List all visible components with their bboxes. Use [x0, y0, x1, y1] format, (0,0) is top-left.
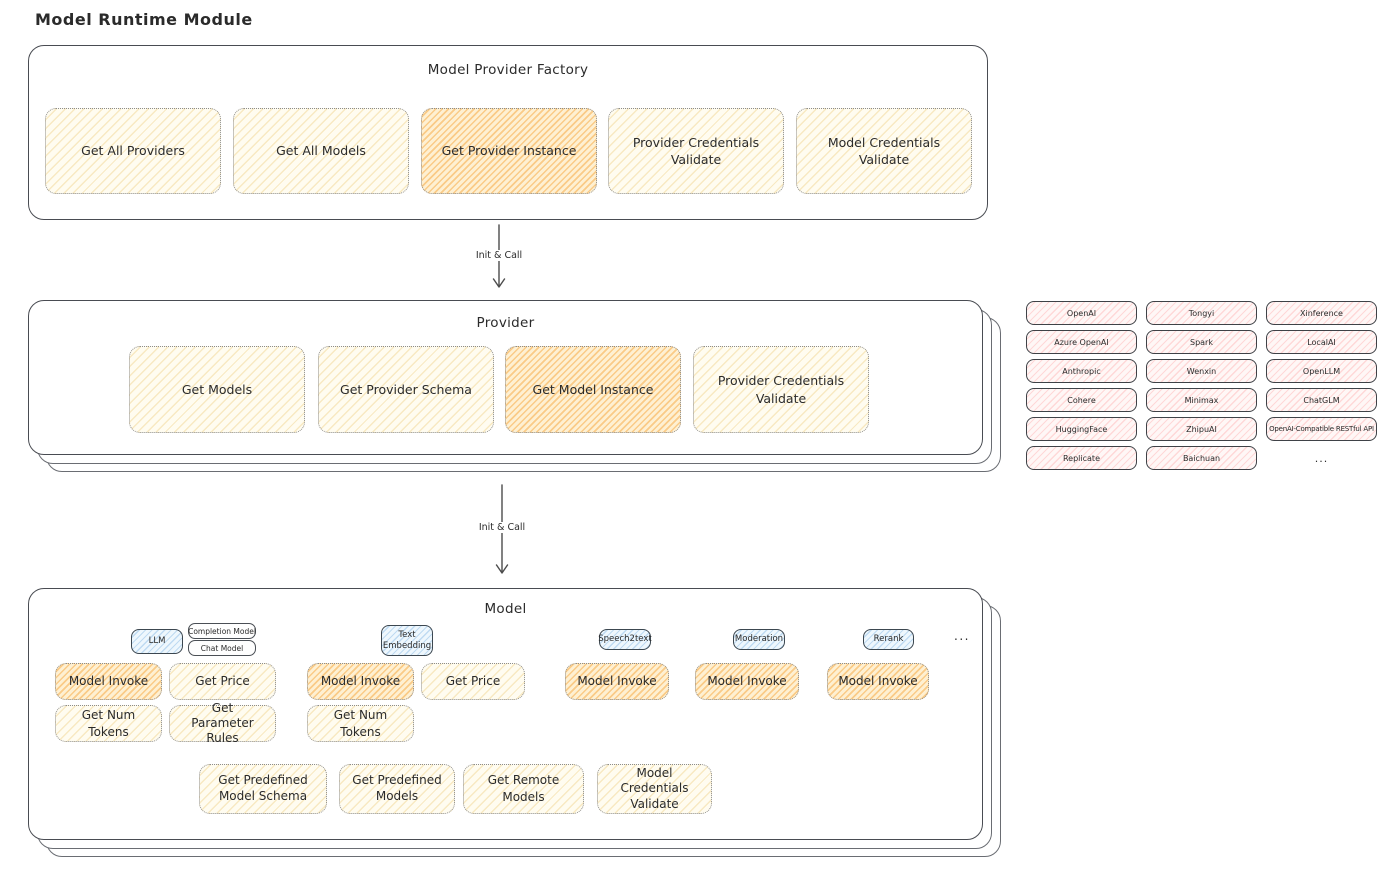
provider-pill-openllm: OpenLLM — [1266, 359, 1377, 383]
box-label: Model Invoke — [577, 674, 657, 689]
flow-arrow-provider-to-model — [495, 484, 509, 574]
flow-label-init-call-1: Init & Call — [470, 250, 528, 261]
provider-box-provider-credentials-validate: Provider Credentials Validate — [693, 346, 869, 433]
box-label: Provider Credentials Validate — [632, 134, 760, 168]
box-label: Get Price — [445, 674, 501, 689]
provider-pill-azure-openai: Azure OpenAI — [1026, 330, 1137, 354]
model-section: Model LLM Completion Model Chat Model Te… — [28, 588, 983, 840]
model-title: Model — [484, 601, 527, 617]
provider-pill-zhipuai: ZhipuAI — [1146, 417, 1257, 441]
llm-op-get-parameter-rules: Get Parameter Rules — [169, 701, 276, 745]
box-label: Get Num Tokens — [333, 707, 388, 739]
model-type-badge-moderation: Moderation — [733, 629, 785, 650]
provider-box-get-models: Get Models — [129, 346, 305, 433]
provider-pill-baichuan: Baichuan — [1146, 446, 1257, 470]
provider-pill-anthropic: Anthropic — [1026, 359, 1137, 383]
factory-box-get-provider-instance: Get Provider Instance — [421, 108, 597, 194]
llm-op-get-num-tokens: Get Num Tokens — [55, 705, 162, 742]
text-embedding-op-get-price: Get Price — [421, 663, 525, 700]
provider-pill-chatglm: ChatGLM — [1266, 388, 1377, 412]
box-label: Get All Models — [276, 143, 366, 159]
box-label: Get Price — [195, 674, 250, 689]
provider-pill-tongyi: Tongyi — [1146, 301, 1257, 325]
provider-box-get-model-instance: Get Model Instance — [505, 346, 681, 433]
factory-box-get-all-providers: Get All Providers — [45, 108, 221, 194]
model-type-ellipsis: ... — [954, 629, 970, 643]
model-type-badge-rerank: Rerank — [863, 629, 914, 650]
provider-title: Provider — [476, 315, 535, 331]
box-label: Model Credentials Validate — [620, 765, 689, 811]
text-embedding-op-get-num-tokens: Get Num Tokens — [307, 705, 414, 742]
factory-title: Model Provider Factory — [427, 62, 589, 78]
flow-label-init-call-2: Init & Call — [473, 522, 531, 533]
llm-op-get-price: Get Price — [169, 663, 276, 700]
factory-section: Model Provider Factory Get All Providers… — [28, 45, 988, 220]
provider-list-ellipsis: ... — [1314, 451, 1329, 465]
provider-pill-openai-compatible-restful-api: OpenAI-Compatible RESTful API — [1266, 417, 1377, 441]
provider-pill-xinference: Xinference — [1266, 301, 1377, 325]
model-type-badge-chat-model: Chat Model — [188, 640, 256, 656]
provider-pill-wenxin: Wenxin — [1146, 359, 1257, 383]
provider-section: Provider Get Models Get Provider Schema … — [28, 300, 983, 455]
box-label: Model Invoke — [320, 674, 401, 689]
model-type-badge-completion-model: Completion Model — [188, 623, 256, 639]
box-label: Get Provider Schema — [340, 381, 472, 397]
box-label: Get Num Tokens — [81, 707, 136, 739]
common-op-get-remote-models: Get Remote Models — [463, 764, 584, 814]
box-label: Get Parameter Rules — [191, 701, 254, 745]
factory-box-model-credentials-validate: Model Credentials Validate — [796, 108, 972, 194]
provider-box-get-provider-schema: Get Provider Schema — [318, 346, 494, 433]
box-label: Model Credentials Validate — [827, 134, 941, 168]
provider-pill-huggingface: HuggingFace — [1026, 417, 1137, 441]
common-op-model-credentials-validate: Model Credentials Validate — [597, 764, 712, 814]
moderation-op-model-invoke: Model Invoke — [695, 663, 799, 700]
provider-pill-openai: OpenAI — [1026, 301, 1137, 325]
model-type-badge-text-embedding: Text Embedding — [381, 625, 433, 656]
llm-op-model-invoke: Model Invoke — [55, 663, 162, 700]
box-label: Model Invoke — [68, 674, 149, 689]
provider-pill-localai: LocalAI — [1266, 330, 1377, 354]
provider-pill-replicate: Replicate — [1026, 446, 1137, 470]
box-label: Get Provider Instance — [441, 143, 577, 159]
speech2text-op-model-invoke: Model Invoke — [565, 663, 669, 700]
box-label: Get Model Instance — [532, 381, 654, 397]
common-op-get-predefined-model-schema: Get Predefined Model Schema — [199, 764, 327, 814]
box-label: Get Remote Models — [487, 773, 560, 804]
text-embedding-op-model-invoke: Model Invoke — [307, 663, 414, 700]
box-label: Get All Providers — [81, 143, 185, 159]
model-type-badge-speech2text: Speech2text — [598, 629, 652, 650]
provider-pill-cohere: Cohere — [1026, 388, 1137, 412]
box-label: Model Invoke — [838, 674, 918, 689]
box-label: Model Invoke — [707, 674, 787, 689]
factory-box-get-all-models: Get All Models — [233, 108, 409, 194]
page-title: Model Runtime Module — [35, 10, 253, 29]
box-label: Get Predefined Models — [352, 773, 442, 803]
model-type-badge-llm: LLM — [131, 629, 183, 654]
provider-implementations-grid: OpenAI Tongyi Xinference Azure OpenAI Sp… — [1026, 301, 1377, 470]
box-label: Provider Credentials Validate — [717, 373, 845, 406]
provider-pill-spark: Spark — [1146, 330, 1257, 354]
box-label: Get Models — [181, 381, 253, 397]
rerank-op-model-invoke: Model Invoke — [827, 663, 929, 700]
factory-box-provider-credentials-validate: Provider Credentials Validate — [608, 108, 784, 194]
provider-pill-minimax: Minimax — [1146, 388, 1257, 412]
common-op-get-predefined-models: Get Predefined Models — [339, 764, 455, 814]
box-label: Get Predefined Model Schema — [218, 773, 308, 803]
